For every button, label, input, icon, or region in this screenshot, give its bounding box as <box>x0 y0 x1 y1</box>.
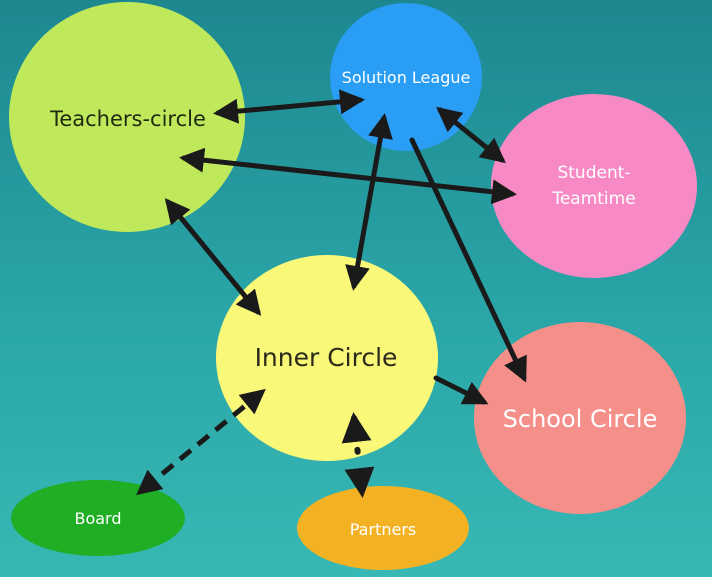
school-circle-node[interactable] <box>474 322 686 514</box>
inner-circle-label: Inner Circle <box>255 343 398 372</box>
edge-solution-inner <box>345 113 393 291</box>
partners-label: Partners <box>350 520 416 539</box>
board-node[interactable] <box>11 480 185 556</box>
school-circle-label: School Circle <box>503 405 658 433</box>
edge-solution-school <box>409 137 527 383</box>
solution-league-label: Solution League <box>342 68 471 87</box>
edge-inner-board <box>136 388 266 496</box>
inner-circle-node[interactable] <box>216 255 438 461</box>
teachers-circle-label: Teachers-circle <box>49 107 206 131</box>
student-teamtime-label-line2: Teamtime <box>551 189 635 209</box>
board-label: Board <box>74 509 121 528</box>
student-teamtime-label-line1: Student- <box>557 163 630 183</box>
edge-inner-partners <box>341 412 375 498</box>
student-teamtime-node[interactable] <box>491 94 697 278</box>
partners-node[interactable] <box>297 486 469 570</box>
edge-teachers-inner <box>164 198 262 316</box>
edge-teachers-student <box>179 147 517 205</box>
edge-inner-school <box>433 375 489 405</box>
edge-solution-student <box>436 106 506 164</box>
edge-teachers-solution <box>213 89 365 124</box>
